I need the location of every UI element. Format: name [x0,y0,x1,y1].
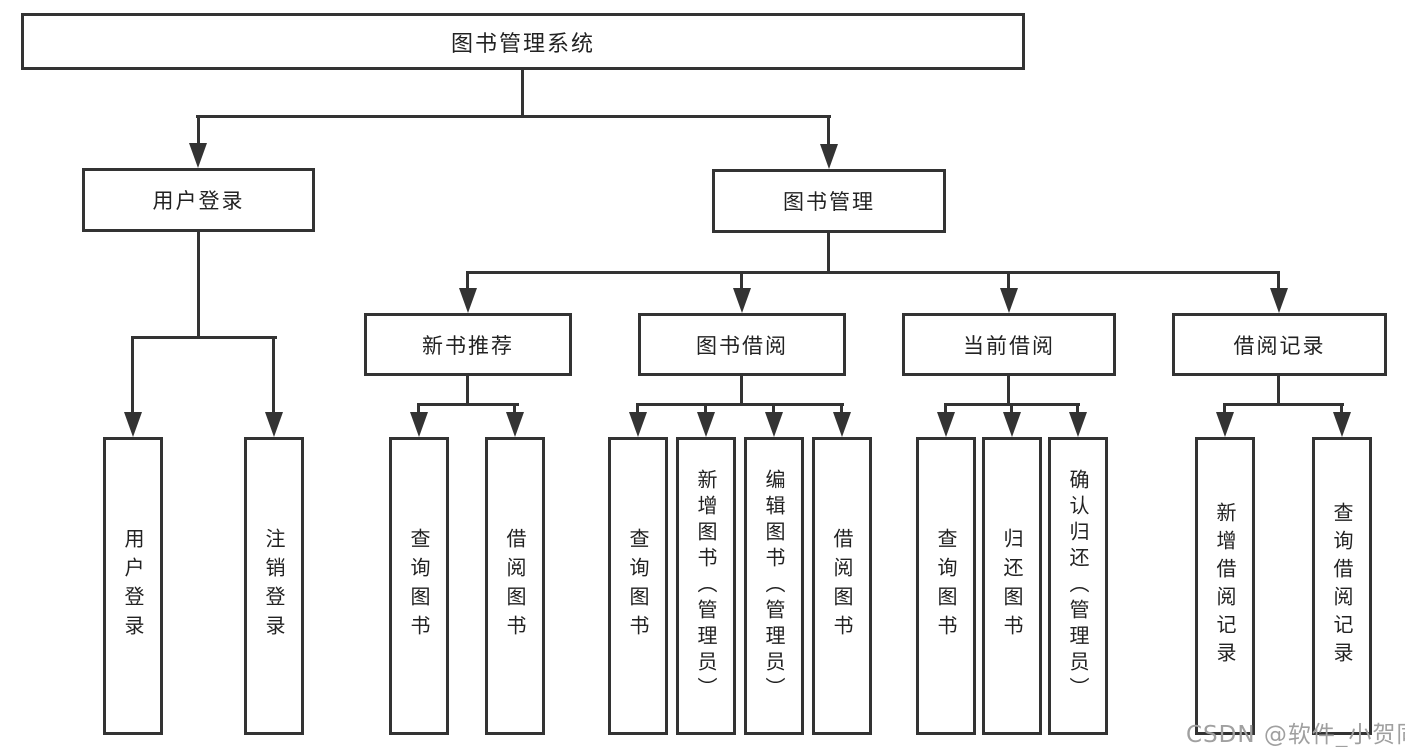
arrowhead-down-icon [1069,412,1087,437]
arrowhead-down-icon [937,412,955,437]
connector [466,271,1280,274]
leaf-edit-books-admin: 编辑图书（管理员） [744,437,804,735]
arrowhead-down-icon [189,143,207,168]
leaf-confirm-return-admin: 确认归还（管理员） [1048,437,1108,735]
connector [1007,271,1010,290]
arrowhead-down-icon [1000,288,1018,313]
leaf-label: 借阅图书 [830,528,854,644]
arrowhead-down-icon [697,412,715,437]
leaf-label: 借阅图书 [503,528,527,644]
leaf-add-books-admin: 新增图书（管理员） [676,437,736,735]
arrowhead-down-icon [459,288,477,313]
leaf-label: 注销登录 [262,528,286,644]
connector [131,336,277,339]
leaf-label: 新增借阅记录 [1213,502,1237,670]
connector [740,271,743,290]
connector [1010,403,1013,415]
connector [1223,403,1344,406]
arrowhead-down-icon [765,412,783,437]
connector [944,403,947,415]
node-label: 新书推荐 [422,333,514,358]
csdn-watermark: CSDN @软件_小贺同学 [1186,722,1405,747]
leaf-query-books-current: 查询图书 [916,437,976,735]
leaf-borrow-books-recommend: 借阅图书 [485,437,545,735]
arrowhead-down-icon [410,412,428,437]
leaf-add-borrow-record: 新增借阅记录 [1195,437,1255,735]
node-current-borrowing: 当前借阅 [902,313,1116,376]
connector [827,115,830,144]
connector [1277,376,1280,405]
arrowhead-down-icon [733,288,751,313]
connector [636,403,844,406]
connector [417,403,519,406]
connector [740,376,743,405]
connector [704,403,707,415]
node-book-management: 图书管理 [712,169,946,233]
connector [513,403,516,415]
node-new-book-recommendation: 新书推荐 [364,313,572,376]
leaf-label: 用户登录 [121,528,145,644]
connector [466,271,469,290]
connector [1340,403,1343,415]
node-label: 用户登录 [152,189,245,213]
leaf-borrow-books-borrowing: 借阅图书 [812,437,872,735]
leaf-user-login: 用户登录 [103,437,163,735]
leaf-query-borrow-record: 查询借阅记录 [1312,437,1372,735]
leaf-label: 查询图书 [934,528,958,644]
connector [1223,403,1226,415]
arrowhead-down-icon [1333,412,1351,437]
node-label: 图书管理 [783,190,875,214]
connector [840,403,843,415]
leaf-label: 编辑图书（管理员） [762,469,786,703]
connector [772,403,775,415]
node-user-login: 用户登录 [82,168,315,232]
arrowhead-down-icon [1216,412,1234,437]
leaf-label: 归还图书 [1000,528,1024,644]
connector [417,403,420,415]
node-label: 图书借阅 [696,333,788,358]
leaf-query-books-recommend: 查询图书 [389,437,449,735]
connector [196,115,831,118]
node-book-borrowing: 图书借阅 [638,313,846,376]
leaf-label: 查询借阅记录 [1330,502,1354,670]
connector [1277,271,1280,290]
arrowhead-down-icon [833,412,851,437]
node-borrowing-records: 借阅记录 [1172,313,1387,376]
leaf-query-books-borrowing: 查询图书 [608,437,668,735]
connector [1007,376,1010,405]
arrowhead-down-icon [506,412,524,437]
connector [466,376,469,405]
connector [521,68,524,117]
node-label: 图书管理系统 [450,31,595,57]
leaf-label: 查询图书 [407,528,431,644]
node-book-management-system: 图书管理系统 [21,13,1025,70]
leaf-logout: 注销登录 [244,437,304,735]
connector [197,115,200,144]
connector [827,233,830,273]
arrowhead-down-icon [820,144,838,169]
connector [131,336,134,412]
arrowhead-down-icon [629,412,647,437]
node-label: 当前借阅 [963,333,1055,358]
connector [272,336,275,412]
connector [636,403,639,415]
arrowhead-down-icon [265,412,283,437]
leaf-label: 新增图书（管理员） [694,469,718,703]
leaf-return-books: 归还图书 [982,437,1042,735]
arrowhead-down-icon [124,412,142,437]
leaf-label: 确认归还（管理员） [1066,469,1090,703]
leaf-label: 查询图书 [626,528,650,644]
node-label: 借阅记录 [1233,333,1326,358]
arrowhead-down-icon [1270,288,1288,313]
arrowhead-down-icon [1003,412,1021,437]
connector [1076,403,1079,415]
connector [197,232,200,338]
